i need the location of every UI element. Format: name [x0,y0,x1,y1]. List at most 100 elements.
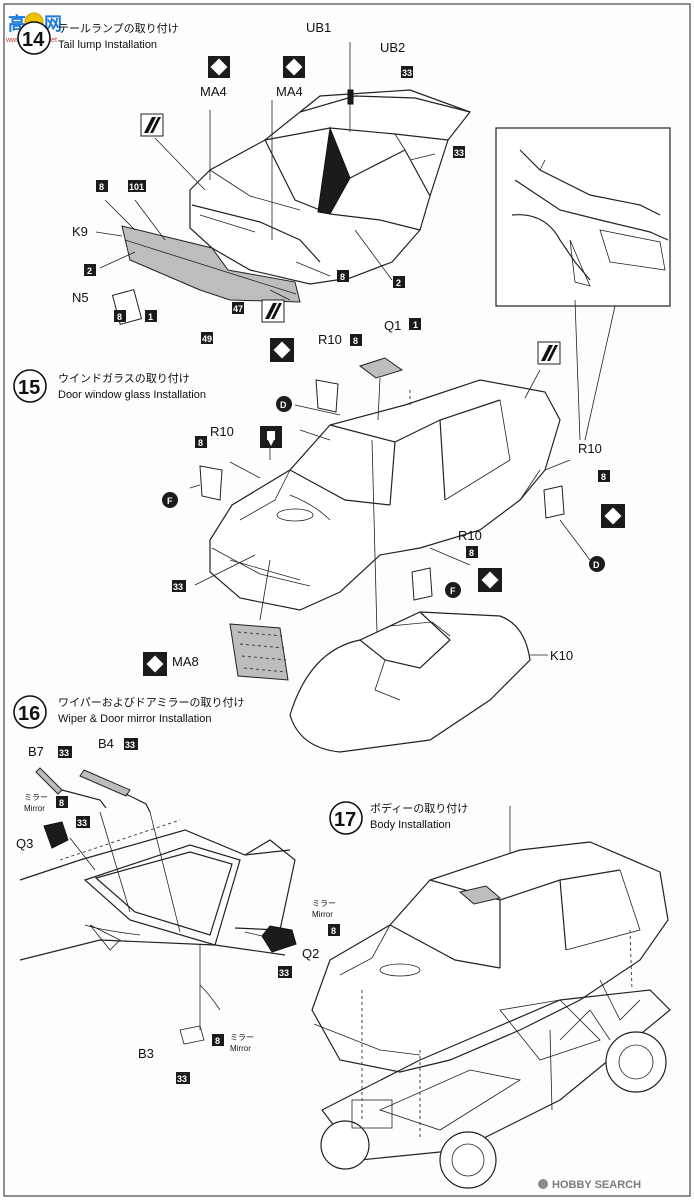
brand-name: HOBBY SEARCH [552,1179,641,1191]
step-15-title-en: Door window glass Installation [58,389,206,401]
step-15-title-jp: ウインドガラスの取り付け [58,372,190,385]
step-16: 16 ワイパーおよびドアミラーの取り付け Wiper & Door mirror… [13,695,340,1084]
wiper-b4 [79,769,131,797]
part-b3: B3 [138,1046,154,1061]
part-ma8: MA8 [172,654,199,669]
step-15-number-circle [13,369,47,403]
num-8-n5: 8 [117,312,122,322]
mirror-label-en-left: Mirror [24,804,45,813]
step-16-title-jp: ワイパーおよびドアミラーの取り付け [58,696,245,709]
car-body-front [209,379,561,611]
glue-icon [260,426,282,448]
footer-brand: HOBBY SEARCH [538,1179,641,1191]
mirror-label-en-right: Mirror [312,910,333,919]
num-8-q2: 8 [331,926,336,936]
num-33-b4: 33 [125,740,135,750]
part-q2: Q2 [302,946,319,961]
num-49: 49 [202,334,212,344]
mirror-label-jp-bottom: ミラー [230,1033,254,1042]
detail-inset-box [495,127,671,441]
interior-tub-k10 [289,611,531,753]
decal-stripe-icon [140,113,285,323]
num-1-q1: 1 [413,320,418,330]
num-8-b3: 8 [215,1036,220,1046]
num-8-r10-bottom: 8 [469,548,474,558]
window-glass-d-left [315,379,339,413]
step-17-number: 17 [334,809,356,831]
window-glass-f-right [411,567,433,601]
num-1-n5: 1 [148,312,153,322]
letter-d-left: D [280,400,287,410]
num-8-r10-right: 8 [601,472,606,482]
num-33-ma8: 33 [173,582,183,592]
step-14-title-jp: テールランプの取り付け [58,22,179,35]
part-k9: K9 [72,224,88,239]
wiper-b7 [35,767,63,795]
num-33-b7: 33 [59,748,69,758]
car-body-complete [311,841,669,1073]
part-r10-left: R10 [210,424,234,439]
door-mirror-q2 [261,925,297,953]
part-ub2: UB2 [380,40,405,55]
car-body-rear [189,89,472,285]
num-101: 101 [129,182,144,192]
step-15: 15 ウインドガラスの取り付け Door window glass Instal… [13,318,625,753]
decal-diamond-icon [208,56,305,78]
step-16-number-circle [13,695,47,729]
step-17: 17 ボディーの取り付け Body Installation [311,801,671,1189]
step-14-title-en: Tail lump Installation [58,39,157,51]
num-8-r10-top: 8 [353,336,358,346]
letter-f-right: F [450,586,456,596]
page-border [3,3,691,1197]
num-8-k9: 8 [99,182,104,192]
part-r10-top: R10 [318,332,342,347]
step-15-number: 15 [18,377,40,399]
step-16-title-en: Wiper & Door mirror Installation [58,713,211,725]
num-47: 47 [233,304,243,314]
num-8-q3: 8 [59,798,64,808]
step-17-number-circle [329,801,363,835]
num-33-q2: 33 [279,968,289,978]
part-b4: B4 [98,736,114,751]
step-17-title-jp: ボディーの取り付け [370,801,468,815]
mirror-label-jp-left: ミラー [24,793,48,802]
part-ma4-right: MA4 [276,84,303,99]
step-14-number: 14 [22,29,45,51]
num-33-window: 33 [454,148,464,158]
num-2-left: 2 [87,266,92,276]
part-k10: K10 [550,648,573,663]
part-n5: N5 [72,290,89,305]
decal-stripe-icon [537,341,561,365]
step-14-number-circle [17,21,51,55]
part-r10-bottom: R10 [458,528,482,543]
door-mirror-q3 [43,821,69,849]
part-ma4-left: MA4 [200,84,227,99]
roof-panel-q1 [358,357,404,379]
num-8-r10-left: 8 [198,438,203,448]
part-ub1: UB1 [306,20,331,35]
mirror-b3 [179,1025,205,1045]
brand-logo-icon [538,1179,548,1189]
mirror-label-en-bottom: Mirror [230,1044,251,1053]
num-33-b3: 33 [177,1074,187,1084]
num-2-right: 2 [396,278,401,288]
mirror-label-jp-right: ミラー [312,899,336,908]
step-17-title-en: Body Installation [370,819,451,831]
num-8-body: 8 [340,272,345,282]
letter-f-left: F [167,496,173,506]
window-glass-f-left [199,465,223,501]
tail-lamp-k9 [121,225,301,303]
num-33-ub2: 33 [402,68,412,78]
decal-diamond-icon [143,338,625,676]
num-33-q3: 33 [77,818,87,828]
car-windshield-view [19,819,296,1030]
step-14: 14 テールランプの取り付け Tail lump Installation [17,20,671,441]
letter-d-right: D [593,560,600,570]
part-r10-right: R10 [578,441,602,456]
window-glass-d-right [543,485,565,519]
grille-decal-ma8 [229,623,289,681]
part-b7: B7 [28,744,44,759]
step-16-number: 16 [18,703,40,725]
